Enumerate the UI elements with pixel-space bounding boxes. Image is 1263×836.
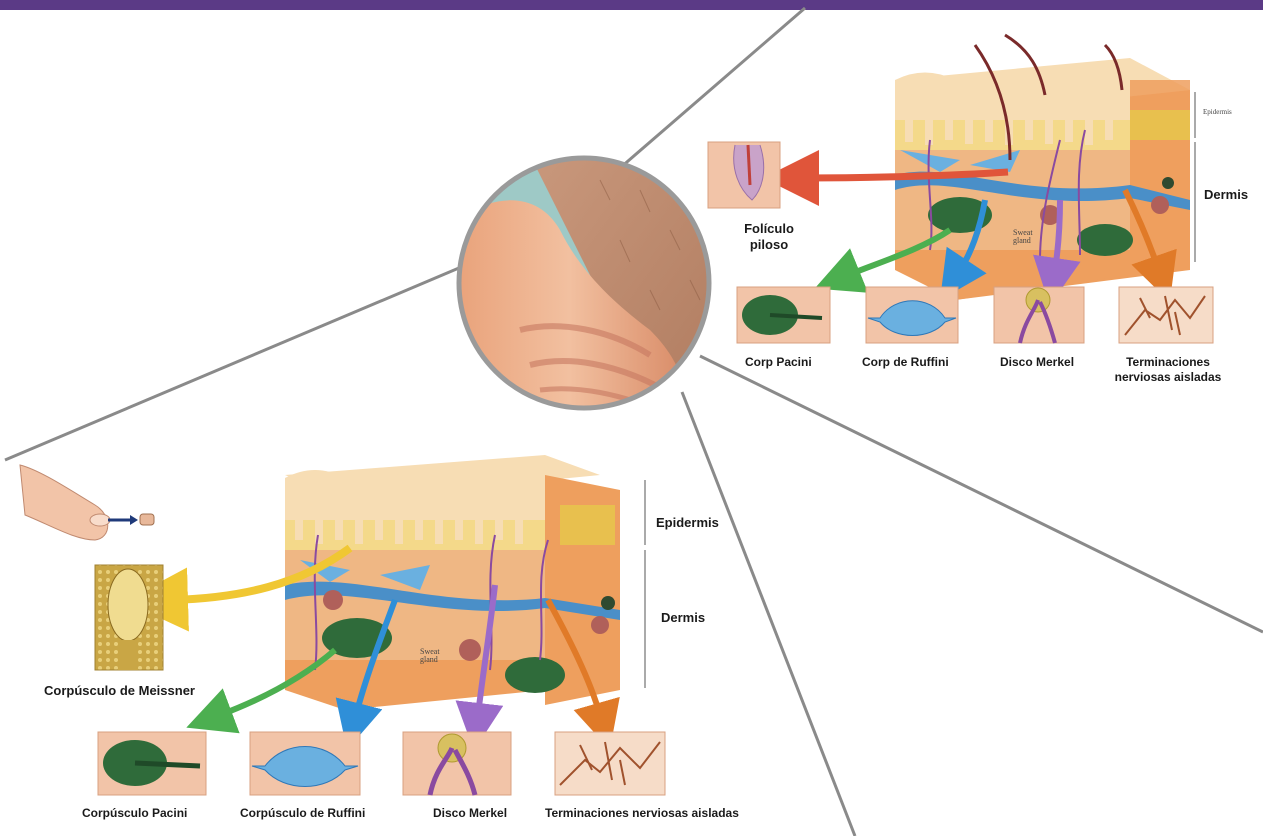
corp-pacini-thumb-top [737,287,830,343]
hair-follicle-label: Folículo piloso [732,221,806,254]
nerve-endings-label-bottom: Terminaciones nerviosas aisladas [545,806,739,821]
hairy-dermis-label: Dermis [1204,187,1248,203]
corp-pacini-thumb-bottom [98,732,206,795]
corp-ruffini-label-bottom: Corpúsculo de Ruffini [240,806,365,821]
glabrous-skin-block [285,455,645,710]
finger-touch-icon [20,465,154,540]
disco-merkel-thumb-top [994,287,1084,343]
corp-ruffini-label-top: Corp de Ruffini [862,355,949,370]
top-bar [0,0,1263,10]
nerve-endings-label-top: Terminaciones nerviosas aisladas [1112,355,1224,385]
nerve-endings-thumb-bottom [555,732,665,795]
corp-ruffini-thumb-top [866,287,958,343]
hair-follicle-thumb [708,142,780,208]
hairy-epidermis-label: Epidermis [1203,109,1232,116]
corp-pacini-label-top: Corp Pacini [745,355,812,370]
corp-pacini-label-bottom: Corpúsculo Pacini [82,806,187,821]
meissner-thumb [95,565,163,670]
disco-merkel-thumb-bottom [403,732,511,795]
disco-merkel-label-top: Disco Merkel [1000,355,1074,370]
disco-merkel-label-bottom: Disco Merkel [433,806,507,821]
glabrous-dermis-label: Dermis [661,610,705,626]
corp-ruffini-thumb-bottom [250,732,360,795]
glabrous-epidermis-label: Epidermis [656,515,719,531]
glabrous-sweat-gland-label: Sweat gland [420,648,452,665]
hairy-skin-block [895,35,1195,300]
nerve-endings-thumb-top [1119,287,1213,343]
hairy-sweat-gland-label: Sweat gland [1013,229,1043,246]
meissner-label: Corpúsculo de Meissner [44,683,195,699]
